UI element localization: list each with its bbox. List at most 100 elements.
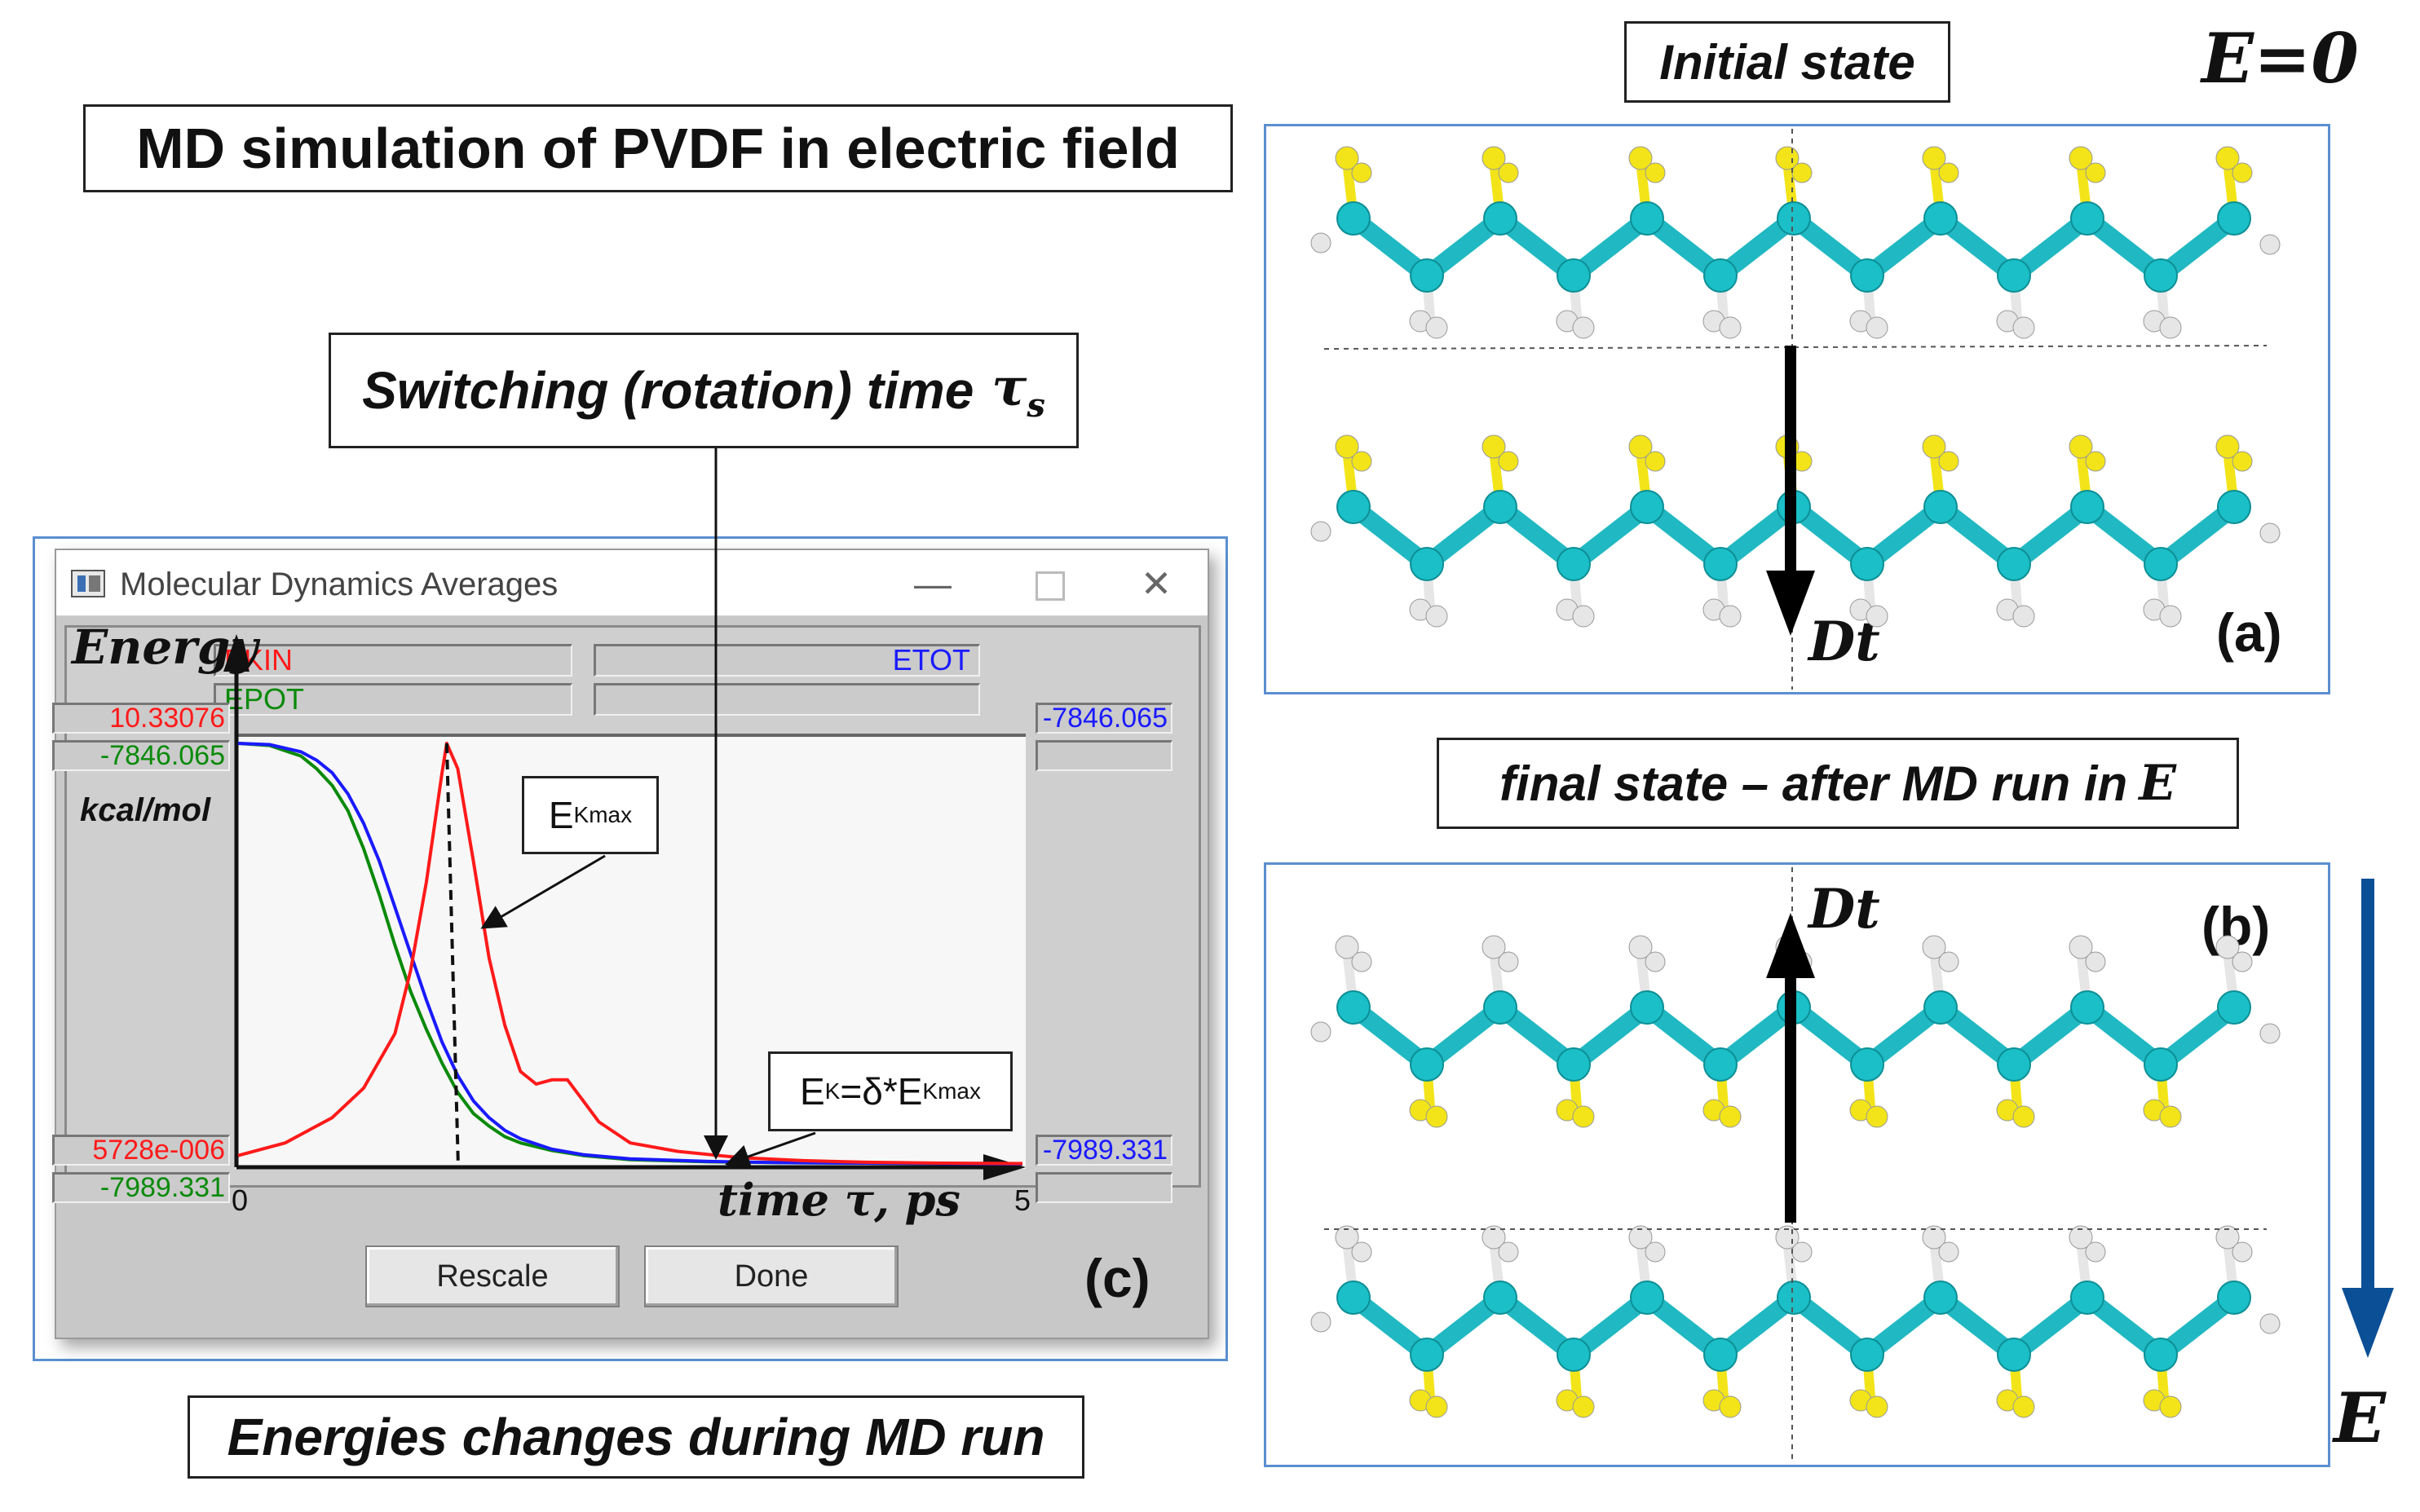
chain-a2-fluorine-atom: [2232, 451, 2253, 472]
initial-state-label: Initial state: [1624, 21, 1950, 103]
chain-b1-hydrogen-atom: [2215, 935, 2240, 959]
chain-b1-carbon-atom: [1630, 990, 1664, 1025]
chain-a2-fluorine-atom: [1482, 434, 1506, 459]
chain-b2-fluorine-atom: [1866, 1395, 1888, 1418]
chain-b1-fluorine-atom: [1572, 1105, 1595, 1128]
right-max-empty-field: [1036, 740, 1172, 771]
chain-b2-fluorine-atom: [1572, 1395, 1595, 1418]
chain-a2-fluorine-atom: [1628, 434, 1653, 459]
chain-b1-carbon-atom: [1997, 1047, 2031, 1082]
x-tick-0: 0: [232, 1184, 249, 1217]
panel-a-label: (a): [2216, 602, 2282, 663]
chain-a1-hydrogen-atom: [2012, 316, 2035, 339]
chain-b2-hydrogen-atom: [1645, 1241, 1666, 1263]
chain-b1-carbon-atom: [1336, 990, 1371, 1025]
chain-b1-hydrogen-atom: [1628, 935, 1653, 959]
chain-a2-carbon-atom: [2144, 547, 2178, 581]
chain-a2-hydrogen-atom: [2159, 605, 2182, 628]
chain-a1-fluorine-atom: [1922, 146, 1946, 170]
close-icon[interactable]: ✕: [1140, 562, 1172, 605]
window-titlebar[interactable]: Molecular Dynamics Averages — ✕: [56, 550, 1208, 616]
chain-b2-carbon-atom: [1703, 1338, 1738, 1372]
chain-a1-fluorine-atom: [1482, 146, 1506, 170]
chain-a1-hydrogen-atom: [1719, 316, 1742, 339]
y-unit-label: kcal/mol: [80, 792, 211, 828]
chain-b1-hydrogen-atom: [2232, 951, 2253, 972]
chain-a2-fluorine-atom: [1351, 451, 1372, 472]
chain-a2-carbon-atom: [2217, 490, 2251, 524]
chain-a1-carbon-atom: [1850, 258, 1884, 293]
chain-a2-fluorine-atom: [1498, 451, 1519, 472]
chain-b1-hydrogen-atom: [1482, 935, 1506, 959]
chain-b2-hydrogen-atom: [1922, 1225, 1946, 1250]
chain-a1-carbon-atom: [1630, 201, 1664, 236]
chain-a1-carbon-atom: [1703, 258, 1738, 293]
chain-b1-carbon-atom: [1410, 1047, 1444, 1082]
chain-a2-carbon-atom: [2070, 490, 2104, 524]
chain-a2-carbon-atom: [1483, 490, 1517, 524]
chain-a2-hydrogen-atom: [1572, 605, 1595, 628]
chain-a2-carbon-atom: [1850, 547, 1884, 581]
chain-a2-end-hydrogen: [1310, 521, 1331, 542]
chain-b1-hydrogen-atom: [1498, 951, 1519, 972]
chain-a1-carbon-atom: [1336, 201, 1371, 236]
chain-b1-fluorine-atom: [1719, 1105, 1742, 1128]
chain-a2-hydrogen-atom: [1719, 605, 1742, 628]
e-zero-label: E=0: [2201, 18, 2359, 99]
chain-b1-fluorine-atom: [1425, 1105, 1448, 1128]
chain-b2-end-hydrogen: [2259, 1313, 2281, 1334]
rescale-button[interactable]: Rescale: [365, 1245, 620, 1307]
chain-a2-fluorine-atom: [2069, 434, 2093, 459]
chain-b2-hydrogen-atom: [1498, 1241, 1519, 1263]
chain-a1-carbon-atom: [2070, 201, 2104, 236]
field-e-label: E: [2334, 1378, 2387, 1458]
energies-caption: Energies changes during MD run: [188, 1395, 1084, 1479]
chain-b1-carbon-atom: [2144, 1047, 2178, 1082]
epot-max-readout: -7846.065: [52, 740, 230, 771]
main-title-text: MD simulation of PVDF in electric field: [136, 117, 1180, 180]
chain-b2-hydrogen-atom: [1482, 1225, 1506, 1250]
chain-a1-fluorine-atom: [2085, 162, 2106, 183]
chain-b1-fluorine-atom: [2159, 1105, 2182, 1128]
right-min-empty-field: [1036, 1172, 1172, 1203]
chain-b1-fluorine-atom: [2012, 1105, 2035, 1128]
chain-b2-end-hydrogen: [1310, 1311, 1331, 1333]
x-axis-arrowhead: [983, 1154, 1026, 1180]
chain-a2-carbon-atom: [1630, 490, 1664, 524]
etot-min-readout: -7989.331: [1036, 1135, 1172, 1166]
chain-a1-carbon-atom: [1997, 258, 2031, 293]
chain-a1-hydrogen-atom: [1866, 316, 1888, 339]
dipole-arrow-a-head: [1766, 571, 1815, 636]
legend-etot: ETOT: [594, 644, 980, 677]
chain-b2-carbon-atom: [1850, 1338, 1884, 1372]
chain-b1-hydrogen-atom: [1922, 935, 1946, 959]
maximize-icon[interactable]: [1022, 562, 1079, 610]
chain-b1-carbon-atom: [2070, 990, 2104, 1025]
chain-a2-fluorine-atom: [2215, 434, 2240, 459]
chain-b2-carbon-atom: [1923, 1281, 1958, 1315]
y-axis-arrowhead: [223, 634, 250, 672]
chain-a2-carbon-atom: [1557, 547, 1591, 581]
switching-time-label: Switching (rotation) time τs: [329, 333, 1079, 448]
chain-a2-carbon-atom: [1410, 547, 1444, 581]
chain-b1-hydrogen-atom: [2069, 935, 2093, 959]
chain-a1-fluorine-atom: [1628, 146, 1653, 170]
chain-b2-carbon-atom: [2070, 1281, 2104, 1315]
minimize-icon[interactable]: —: [914, 562, 952, 605]
chain-b2-hydrogen-atom: [2069, 1225, 2093, 1250]
chain-a1-hydrogen-atom: [1572, 316, 1595, 339]
chain-b1-hydrogen-atom: [2085, 951, 2106, 972]
chain-a2-hydrogen-atom: [1866, 605, 1888, 628]
y-axis-label: Energy: [72, 619, 258, 675]
chain-b1-carbon-atom: [2217, 990, 2251, 1025]
done-button[interactable]: Done: [644, 1245, 899, 1307]
chain-a1-carbon-atom: [1410, 258, 1444, 293]
ekmax-pointer: [480, 854, 606, 929]
chain-a2-fluorine-atom: [1335, 434, 1359, 459]
chain-b1-carbon-atom: [1557, 1047, 1591, 1082]
etot-max-readout: -7846.065: [1036, 703, 1172, 734]
chain-b2-hydrogen-atom: [1628, 1225, 1653, 1250]
chain-a2-carbon-atom: [1336, 490, 1371, 524]
